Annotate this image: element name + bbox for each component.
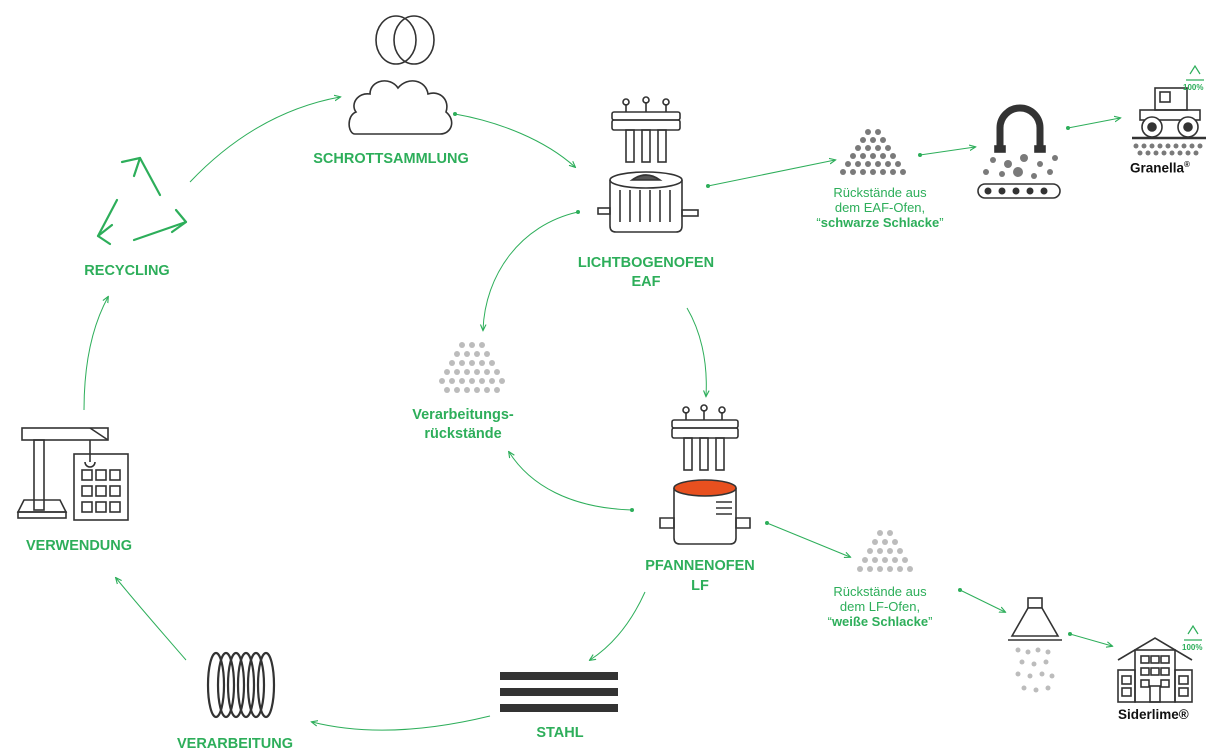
steel-bars-icon xyxy=(500,672,618,712)
black-slag-note: Rückstände aus dem EAF-Ofen, “schwarze S… xyxy=(795,185,965,230)
factory-building-icon xyxy=(1117,637,1193,703)
arrow-use-to-recycling xyxy=(83,297,108,411)
label-lf-line1: PFANNENOFEN xyxy=(645,558,755,574)
arrow-spreader-to-factory xyxy=(1070,634,1112,646)
white-slag-line1: Rückstände aus xyxy=(833,584,927,599)
black-slag-emphasis: schwarze Schlacke xyxy=(820,215,940,230)
black-slag-open-quote: “ xyxy=(816,215,821,230)
black-slag-line1: Rückstände aus xyxy=(833,185,927,200)
ladle-furnace-icon xyxy=(659,404,751,545)
label-steel: STAHL xyxy=(536,725,584,741)
slag-arrows xyxy=(708,118,1120,646)
arrow-lf-to-steel xyxy=(590,591,646,660)
arrow-recycling-to-scrap xyxy=(189,97,340,183)
arrow-lf-to-whiteslag xyxy=(767,523,850,557)
granella-mark: ® xyxy=(1184,160,1190,169)
label-eaf-line1: LICHTBOGENOFEN xyxy=(577,255,715,271)
magnetic-separator-icon xyxy=(977,104,1061,199)
lime-spreader-icon xyxy=(1008,597,1062,693)
arrow-processing-to-use xyxy=(116,578,187,661)
label-use: VERWENDUNG xyxy=(25,538,133,554)
granella-name: Granella xyxy=(1130,160,1185,176)
label-residues-line2: rückstände xyxy=(424,426,502,442)
label-scrap-collection: SCHROTTSAMMLUNG xyxy=(313,151,469,167)
arrow-lf-to-residues xyxy=(509,452,632,510)
product-granella: Granella® xyxy=(1130,160,1190,176)
label-processing: VERARBEITUNG xyxy=(176,736,293,752)
recycle-badge-icon xyxy=(1184,624,1202,641)
label-lf-line2: LF xyxy=(691,578,709,594)
black-slag-line2: dem EAF-Ofen, xyxy=(834,200,926,215)
electric-arc-furnace-icon xyxy=(597,96,699,233)
white-slag-close-quote: ” xyxy=(928,614,933,629)
arrow-steel-to-processing xyxy=(312,715,491,731)
recycle-badge-icon xyxy=(1186,64,1204,81)
arrow-blackslag-to-magnet xyxy=(920,147,975,155)
label-residues-line1: Verarbeitungs- xyxy=(412,407,514,423)
arrow-whiteslag-to-spreader xyxy=(960,590,1005,612)
residue-heap-icon xyxy=(439,342,505,393)
arrow-scrap-to-eaf xyxy=(455,114,575,167)
arrow-eaf-to-residues xyxy=(483,212,578,330)
black-slag-heap-icon xyxy=(840,129,906,175)
label-recycling: RECYCLING xyxy=(84,263,170,279)
road-roller-icon xyxy=(1132,87,1206,156)
white-slag-emphasis: weiße Schlacke xyxy=(831,614,929,629)
black-slag-close-quote: ” xyxy=(939,215,944,230)
label-eaf-line2: EAF xyxy=(631,274,661,290)
arrow-magnet-to-roller xyxy=(1068,118,1120,128)
white-slag-heap-icon xyxy=(857,530,913,572)
white-slag-line2: dem LF-Ofen, xyxy=(839,599,921,614)
recycling-arrows-icon xyxy=(96,156,188,246)
cycle-arrows xyxy=(83,97,706,731)
arrow-eaf-to-lf xyxy=(686,307,706,396)
scrap-coil-cloud-icon xyxy=(348,15,453,135)
white-slag-open-quote: “ xyxy=(827,614,832,629)
product-siderlime: Siderlime® xyxy=(1118,707,1189,722)
arrow-eaf-to-blackslag xyxy=(708,160,835,186)
wire-coil-icon xyxy=(206,651,276,719)
construction-crane-building-icon xyxy=(16,427,129,521)
siderlime-recycled-percent: 100% xyxy=(1182,643,1203,652)
granella-recycled-percent: 100% xyxy=(1183,83,1204,92)
white-slag-note: Rückstände aus dem LF-Ofen, “weiße Schla… xyxy=(795,584,965,629)
